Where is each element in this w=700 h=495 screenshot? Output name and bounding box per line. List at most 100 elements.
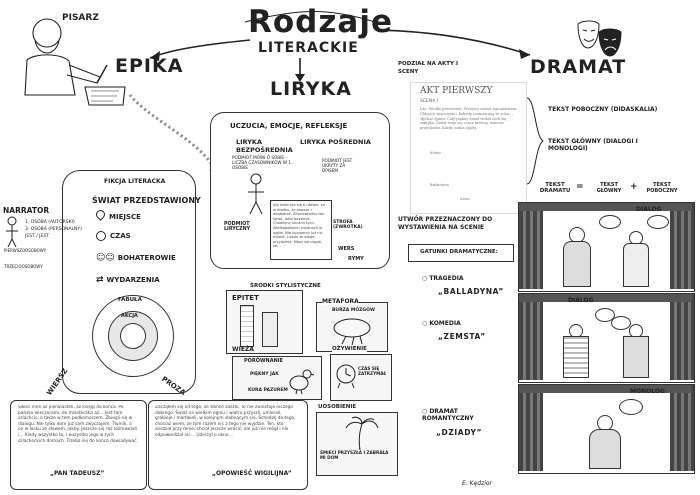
writer-label: Pisarz (62, 13, 99, 23)
prose-text: Zacząłem się od tego, że słońce zaszło. … (155, 405, 296, 438)
device-personification: Uosobienie (318, 404, 357, 410)
script-scene-title: Scena I (420, 99, 439, 104)
devices-title: Środki stylistyczne (250, 283, 321, 289)
plot-circle (92, 295, 174, 377)
events-icon: ⇄ (96, 275, 104, 285)
dramat-title: Dramat (530, 56, 627, 78)
stage-2-label: Dialog (568, 297, 594, 304)
tower-illustration (240, 305, 254, 347)
stage-1-label: Dialog (636, 206, 662, 213)
comparison-time-stopped: Czas się zatrzymał (358, 366, 387, 376)
device-metaphor: Metafora (322, 298, 359, 305)
device-brainstorm: Burza mózgów (332, 308, 375, 313)
narrator-title: Narrator (3, 206, 50, 215)
stanza-label: Strofa (zwrotka) (333, 220, 363, 230)
script-name-3: Alina (460, 196, 470, 201)
author-signature: E. Kędzior (462, 480, 492, 487)
comparison-word-1: Piękny jak (250, 372, 279, 377)
liryka-title: Liryka (270, 78, 352, 100)
genre-comedy: ○ Komedia (422, 320, 461, 327)
stage-purpose-label: Utwór przeznaczony do wystawienia na sce… (398, 216, 493, 231)
device-epithet: Epitet (232, 294, 259, 302)
formula-plus: + (630, 182, 638, 192)
prose-caption: „Opowieść wigilijna” (212, 470, 292, 477)
formula-main: Tekst główny (596, 182, 622, 194)
stage-3 (518, 384, 695, 474)
lyric-subject-figure-icon (248, 173, 264, 215)
rhyme-label: Rymy (348, 256, 364, 262)
script-page (410, 82, 527, 214)
narrator-item-2: 3. Osoba (Personalny) (25, 227, 82, 232)
verse-caption: „Pan Tadeusz” (50, 470, 105, 477)
poem-card (270, 200, 332, 260)
verse-text: Świeć inne aż pierwiastek, aż księgi do … (18, 405, 138, 444)
formula-side: Tekst poboczny (646, 182, 678, 194)
action-core (120, 323, 146, 349)
element-events: ⇄Wydarzenia (96, 275, 160, 285)
epika-title: Epika (115, 55, 184, 77)
comparison-word-2: Kura Pazurem (248, 388, 288, 393)
personification-example: Śmieci przyszła i zabrała mi dom (320, 450, 389, 460)
subtitle: Literackie (258, 40, 359, 56)
device-animation: Ożywienie (332, 346, 367, 352)
narrator-item-1: 1. Osoba (Autorski) (25, 220, 75, 225)
palm-tree-icon (345, 416, 379, 450)
main-text-label: Tekst główny (dialogi i monologi) (548, 138, 638, 152)
script-name-2: Balladyna (430, 182, 449, 187)
text-bracket (526, 97, 544, 185)
writer-illustration (24, 18, 126, 106)
hen-icon (289, 369, 315, 395)
location-pin-icon (94, 208, 107, 221)
tower-illustration-2 (262, 312, 278, 347)
element-characters: ☺☺Bohaterowie (96, 253, 176, 263)
element-place: Miejsce (94, 208, 141, 221)
genres-title: Gatunki dramatyczne: (420, 249, 498, 255)
verse-line-label: Wers (338, 246, 355, 252)
script-name-1: Kirkor (430, 150, 442, 155)
side-text-label: Tekst poboczny (didaskalia) (548, 106, 658, 113)
genre-tragedy: ○ Tragedia (422, 275, 464, 282)
main-title: Rodzaje (248, 4, 393, 40)
genre-tragedy-example: „Balladyna” (438, 287, 504, 296)
script-act-title: Akt pierwszy (420, 86, 493, 96)
fiction-label: Fikcja literacka (104, 178, 166, 185)
formula-left: Tekst dramatu (539, 182, 571, 194)
device-tower: Wieża (232, 346, 254, 353)
lyric-header: Uczucia, emocje, refleksje (230, 122, 348, 130)
direct-note: Podmiot mówi o sobie - liczba czasownikó… (232, 155, 293, 170)
element-time: Czas (96, 231, 131, 241)
genre-romantic: ○ Dramat romantyczny (422, 408, 474, 422)
animation-card (330, 354, 392, 401)
world-title: Świat przedstawiony (92, 196, 201, 205)
clock-illustration-icon (336, 364, 356, 389)
comparison-card (232, 356, 322, 400)
genre-romantic-example: „Dziady” (436, 428, 483, 437)
stage-3-label: Monolog (630, 388, 665, 395)
lyric-subject-label: Podmiot liryczny (224, 222, 251, 232)
genre-comedy-example: „Zemsta” (438, 332, 486, 341)
people-icon: ☺☺ (96, 253, 115, 263)
narrator-note-2: Trzecioosobowy (4, 264, 43, 269)
drama-feature-acts: Podział na akty i sceny (398, 61, 458, 75)
narrator-note-1: Pierwszoosobowy (4, 248, 47, 253)
lyric-direct: Liryka bezpośrednia (236, 138, 293, 154)
action-label: Akcja (121, 313, 138, 319)
brain-storm-icon (333, 318, 371, 346)
device-comparison: Porównanie (244, 358, 284, 364)
verse-scroll (10, 400, 147, 490)
indirect-note: Podmiot jest ukryty za opisem (322, 158, 353, 173)
theater-masks-icon (577, 20, 622, 57)
prose-scroll (148, 400, 308, 490)
narrator-figure-icon (6, 216, 18, 248)
narrator-item-3: Jest / Jest (25, 234, 49, 239)
genres-box (408, 244, 514, 262)
formula-eq: = (576, 182, 584, 192)
plot-label: Fabuła (118, 297, 142, 303)
stage-2 (518, 293, 695, 383)
script-body: Las. Wielka przestrzeń. Wszyscy razem zg… (420, 107, 518, 131)
lyric-indirect: Liryka pośrednia (300, 138, 371, 146)
stage-1 (518, 202, 695, 292)
clock-icon (96, 231, 106, 241)
